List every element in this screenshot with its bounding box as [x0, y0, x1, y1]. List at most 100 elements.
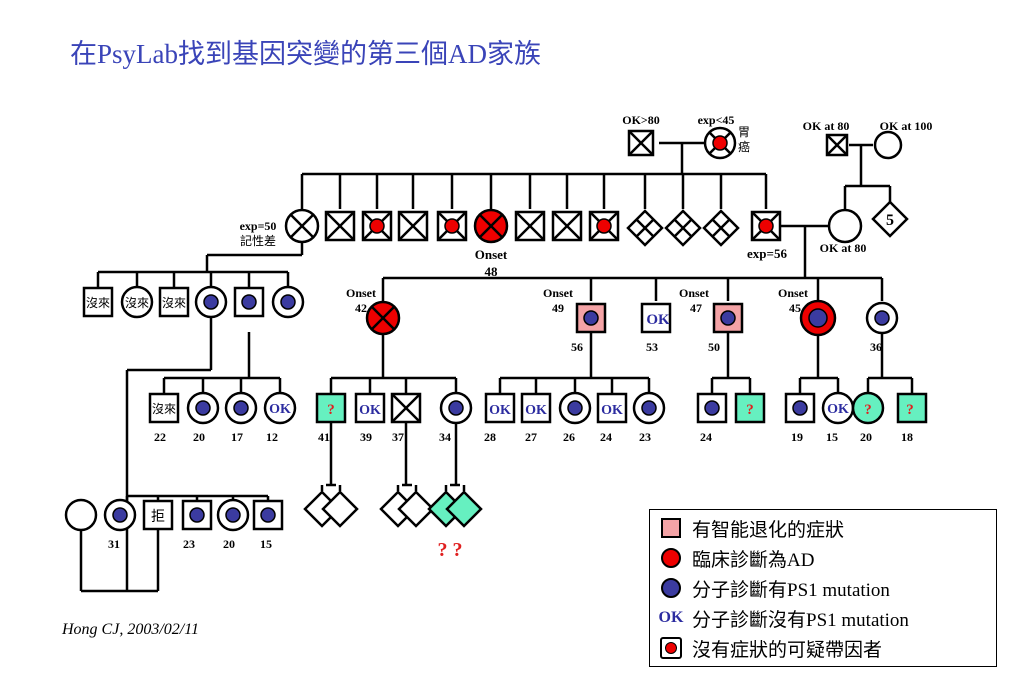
status-dot: [241, 294, 257, 310]
pedigree-label: 拒: [151, 509, 165, 525]
gen5-spouse: [64, 498, 98, 532]
pedigree-label: 47: [690, 301, 702, 315]
pedigree-label: 45: [789, 301, 801, 315]
pedigree-label: 癌: [738, 139, 750, 154]
gen4-male-mutation: [784, 392, 816, 424]
ok-badge: OK: [827, 402, 849, 417]
pedigree-label: 24: [600, 430, 612, 444]
gen2-male: [514, 210, 546, 242]
gen5-female-mutation: [103, 498, 137, 532]
gen3-female-ad-45: [799, 299, 837, 337]
gen2-male: [397, 210, 429, 242]
gen4-female-mutation: [632, 391, 666, 425]
pedigree-label: 17: [231, 430, 243, 444]
pedigree-label: 20: [860, 430, 872, 444]
blue-circle-icon: [661, 578, 681, 598]
gen2-male-carrier: [750, 210, 782, 242]
gen4-female-mutation: [558, 391, 592, 425]
male-square: [82, 286, 114, 318]
pedigree-label: 28: [484, 430, 496, 444]
ok-badge: OK: [489, 403, 511, 418]
question-mark: ?: [906, 402, 914, 418]
gen5-female-mutation: [216, 498, 250, 532]
status-dot: [758, 218, 774, 234]
gen3-female-not-come: [120, 285, 154, 319]
gen4-male-unknown: [315, 392, 347, 424]
gen5-unknown-sex: [321, 490, 359, 528]
deceased-mark: [552, 211, 582, 241]
gen4-female-unknown: [851, 391, 885, 425]
status-dot: [704, 400, 720, 416]
pedigree-label: Onset: [679, 286, 709, 300]
gen2-unknown: [702, 209, 740, 247]
status-dot: [567, 400, 583, 416]
status-dot: [808, 308, 828, 328]
female-circle: [120, 285, 154, 319]
deceased-mark: [398, 211, 428, 241]
deceased-mark: [478, 213, 504, 239]
pedigree-label: exp=56: [747, 246, 787, 261]
pedigree-label: 19: [791, 430, 803, 444]
status-dot: [712, 135, 728, 151]
male-square: [484, 392, 516, 424]
pedigree-label: 24: [700, 430, 712, 444]
grandmother-2: [873, 130, 903, 160]
status-dot: [225, 507, 241, 523]
female-circle: [827, 208, 863, 244]
status-dot: [112, 507, 128, 523]
question-mark: ?: [746, 402, 754, 418]
male-square: [896, 392, 928, 424]
ok-badge: OK: [601, 403, 623, 418]
grandfather-2: [825, 133, 849, 157]
status-dot: [596, 218, 612, 234]
ok-badge: OK: [269, 402, 291, 417]
grandmother-1: [703, 126, 737, 160]
pedigree-label: Onset: [778, 286, 808, 300]
gen4-male-ok: [596, 392, 628, 424]
gen3-female-36: [865, 301, 899, 335]
male-square: [520, 392, 552, 424]
gen3-male-ok-53: [640, 302, 672, 334]
pedigree-label: OK at 80: [803, 119, 850, 133]
pedigree-label: 50: [708, 340, 720, 354]
pedigree-label: 56: [571, 340, 583, 354]
ok-badge: OK: [525, 403, 547, 418]
gen4-female-mutation: [224, 391, 258, 425]
gen3-female-ad-42: [365, 300, 401, 336]
pedigree-label: exp<45: [698, 113, 735, 127]
pedigree-label: 48: [485, 264, 499, 279]
pedigree-symbols: [64, 126, 928, 532]
author-credit: Hong CJ, 2003/02/11: [62, 621, 200, 638]
status-dot: [369, 218, 385, 234]
pedigree-label: Onset: [346, 286, 376, 300]
status-dot: [641, 400, 657, 416]
pedigree-label: 36: [870, 340, 882, 354]
male-square: [734, 392, 766, 424]
gen4-female-mutation: [186, 391, 220, 425]
status-dot: [195, 400, 211, 416]
pedigree-label: Onset: [543, 286, 573, 300]
ok-badge: OK: [359, 403, 381, 418]
gen4-male-ok: [484, 392, 516, 424]
gen4-male-ok: [354, 392, 386, 424]
status-dot: [720, 310, 736, 326]
legend-item-clinical-ad: 臨床診斷為AD: [650, 543, 996, 573]
grandfather-1: [627, 129, 655, 157]
gen5-unknown-sex: [445, 490, 483, 528]
gen3-male-not-come: [82, 286, 114, 318]
red-circle-icon: [661, 548, 681, 568]
pedigree-label: 37: [392, 430, 404, 444]
question-mark: ?: [864, 402, 872, 418]
sibling-count: 5: [886, 212, 894, 229]
carrier-square-icon: [660, 637, 682, 659]
deceased-mark: [289, 213, 315, 239]
gen3-female-mutation: [271, 285, 305, 319]
pedigree-label: 53: [646, 340, 658, 354]
pedigree-label: OK at 80: [820, 241, 867, 255]
legend-item-no-mutation: OK 分子診斷沒有PS1 mutation: [658, 609, 909, 631]
deceased-mark: [370, 305, 396, 331]
pedigree-label: 15: [826, 430, 838, 444]
gen2-unknown: [626, 209, 664, 247]
